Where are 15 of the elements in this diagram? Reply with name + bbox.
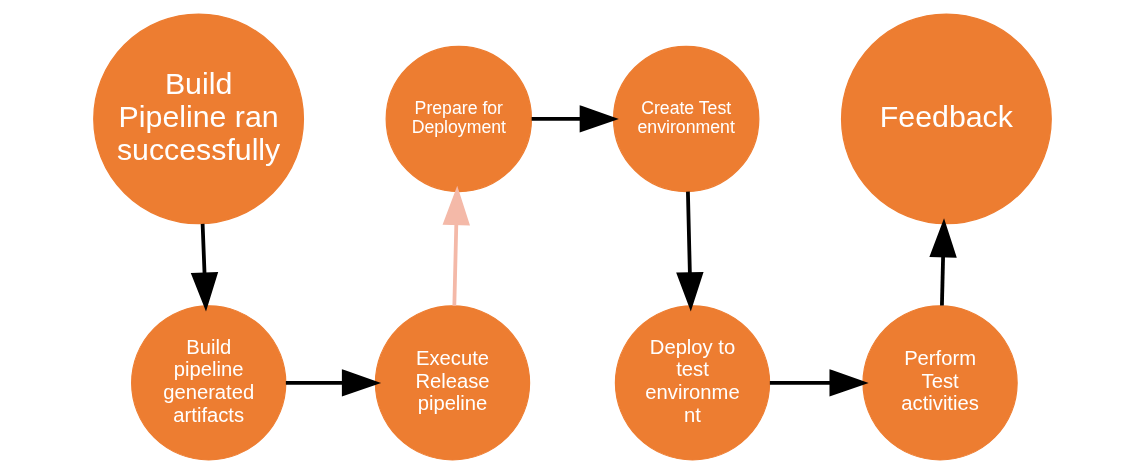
node-circle: Perform Test activities	[862, 304, 1018, 461]
node-circle: Prepare for Deployment	[385, 45, 533, 192]
node-circle: Build pipeline generated artifacts	[131, 304, 287, 461]
arrow	[442, 185, 470, 306]
arrow	[929, 217, 957, 306]
node-circle: Build Pipeline ran successfully	[93, 12, 305, 224]
arrow	[531, 104, 619, 133]
arrow	[285, 368, 382, 397]
arrow	[676, 191, 704, 311]
node-circle: Create Test environment	[612, 45, 760, 192]
node-circle: Execute Release pipeline	[374, 304, 531, 461]
arrow	[190, 223, 219, 312]
node-circle: Deploy to test environme nt	[614, 304, 771, 461]
node-circle: Feedback	[840, 12, 1052, 224]
arrow	[769, 368, 869, 397]
